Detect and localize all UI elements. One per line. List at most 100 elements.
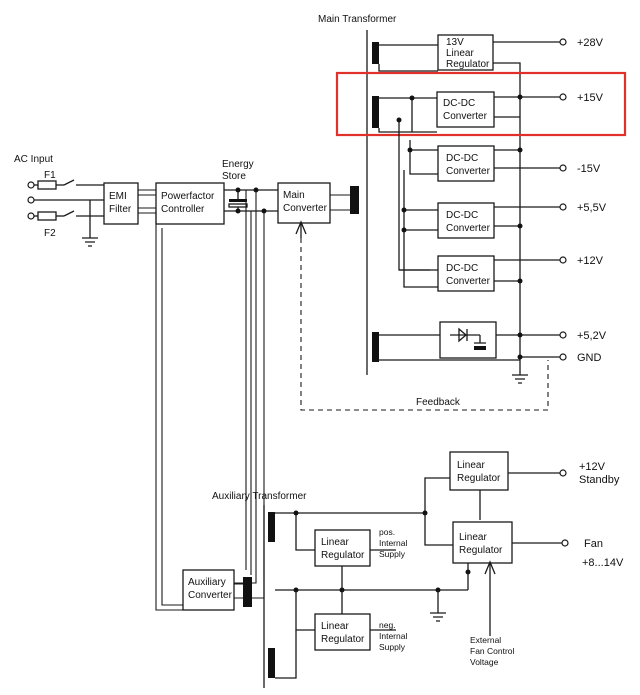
winding-icon <box>268 512 275 542</box>
winding-icon <box>372 42 379 64</box>
ac-input-terminals <box>27 181 35 220</box>
control-arrow-icon <box>295 220 307 238</box>
main-transformer-title: Main Transformer <box>318 14 397 25</box>
fan-control-label-2: Fan Control <box>470 646 515 656</box>
standby-label-1: +12V <box>579 461 606 473</box>
fan-range-label: +8...14V <box>582 557 624 569</box>
neg-supply-label-2: Internal <box>379 631 407 641</box>
terminal-icon <box>559 353 567 361</box>
neg-supply-label-1: neg. <box>379 620 396 630</box>
dcdc-p12-line1: DC-DC <box>446 263 478 274</box>
fuse-icon <box>37 180 57 190</box>
pfc-line2: Controller <box>161 204 205 215</box>
reg-fan-line1: Linear <box>459 532 487 543</box>
reg-neg-line1: Linear <box>321 621 349 632</box>
terminal-icon <box>559 93 567 101</box>
output-p15-label: +15V <box>577 92 604 104</box>
fuse-f1-label: F1 <box>44 170 56 181</box>
terminal-icon <box>559 469 567 477</box>
fan-control-label-3: Voltage <box>470 657 499 667</box>
output-gnd-label: GND <box>577 352 602 364</box>
pos-supply-label-2: Internal <box>379 538 407 548</box>
dcdc-m15-line1: DC-DC <box>446 153 478 164</box>
linear-regulator-13v-block: 13V Linear Regulator <box>437 34 494 71</box>
output-p52-label: +5,2V <box>577 330 607 342</box>
main-converter-line1: Main <box>283 190 305 201</box>
input-wiring <box>34 179 104 247</box>
highlight-box <box>335 71 627 137</box>
transformer-winding-icon <box>350 186 359 214</box>
terminal-icon <box>561 539 569 547</box>
dcdc-converter-m15-block: DC-DC Converter <box>437 145 495 182</box>
aux-supply-wiring <box>155 190 265 611</box>
aux-converter-line2: Converter <box>188 590 233 601</box>
winding-icon <box>372 332 379 362</box>
rectifier-block <box>439 321 497 359</box>
output-p12-label: +12V <box>577 255 604 267</box>
standby-label-2: Standby <box>579 474 620 486</box>
terminal-icon <box>27 181 35 189</box>
energy-store-label-1: Energy <box>222 159 254 170</box>
capacitor-icon <box>229 199 247 202</box>
linear-regulator-pos-block: Linear Regulator <box>314 529 371 567</box>
auxiliary-transformer-title: Auxiliary Transformer <box>212 491 307 502</box>
ground-icon <box>512 374 528 384</box>
main-converter-block: Main Converter <box>277 182 331 238</box>
linear-regulator-fan-block: Linear Regulator <box>452 521 513 575</box>
terminal-icon <box>559 38 567 46</box>
reg-standby-line1: Linear <box>457 460 485 471</box>
terminal-icon <box>559 164 567 172</box>
dcdc-converter-p15-block: DC-DC Converter <box>436 91 495 128</box>
ground-icon <box>430 612 446 622</box>
emi-filter-block: EMI Filter <box>103 182 139 225</box>
main-outputs: +28V +15V -15V +5,5V +12V +5,2V GND <box>559 37 607 364</box>
pfc-line1: Powerfactor <box>161 191 215 202</box>
dcdc-p55-line1: DC-DC <box>446 210 478 221</box>
dcdc-p12-line2: Converter <box>446 276 491 287</box>
dcdc-m15-line2: Converter <box>446 166 491 177</box>
neg-supply-label-3: Supply <box>379 642 406 652</box>
reg-neg-line2: Regulator <box>321 634 365 645</box>
transformer-winding-icon <box>243 577 252 607</box>
fan-control-label-1: External <box>470 635 501 645</box>
emi-filter-line2: Filter <box>109 204 132 215</box>
terminal-icon <box>27 196 35 204</box>
reg13-line2: Linear <box>446 48 474 59</box>
reg-pos-line2: Regulator <box>321 550 365 561</box>
pos-supply-label-3: Supply <box>379 549 406 559</box>
terminal-icon <box>27 212 35 220</box>
pos-supply-label-1: pos. <box>379 527 395 537</box>
reg-pos-line1: Linear <box>321 537 349 548</box>
auxiliary-converter-block: Auxiliary Converter <box>182 569 235 611</box>
aux-wiring <box>275 477 481 679</box>
terminal-icon <box>559 203 567 211</box>
reg-fan-line2: Regulator <box>459 545 503 556</box>
winding-icon <box>268 648 275 678</box>
energy-store-wiring <box>224 187 278 214</box>
linear-regulator-neg-block: Linear Regulator <box>314 613 371 651</box>
output-m15-label: -15V <box>577 163 601 175</box>
capacitor-icon <box>474 346 486 350</box>
emi-filter-line1: EMI <box>109 191 127 202</box>
reg-standby-line2: Regulator <box>457 473 501 484</box>
terminal-icon <box>559 256 567 264</box>
main-converter-line2: Converter <box>283 203 328 214</box>
linear-regulator-standby-block: Linear Regulator <box>449 451 509 491</box>
ac-input-label: AC Input <box>14 154 53 165</box>
feedback-label: Feedback <box>416 397 461 408</box>
fuse-f2-label: F2 <box>44 228 56 239</box>
dcdc-converter-p12-block: DC-DC Converter <box>437 255 495 292</box>
dcdc-p15-line1: DC-DC <box>443 98 475 109</box>
dcdc-converter-p55-block: DC-DC Converter <box>437 202 495 239</box>
output-p28-label: +28V <box>577 37 604 49</box>
aux-converter-line1: Auxiliary <box>188 577 226 588</box>
diode-icon <box>458 327 467 343</box>
output-p55-label: +5,5V <box>577 202 607 214</box>
fuse-icon <box>37 211 57 221</box>
fan-label: Fan <box>584 538 603 550</box>
dcdc-p15-line2: Converter <box>443 111 488 122</box>
ground-icon <box>82 237 98 247</box>
reg13-line1: 13V <box>446 37 464 48</box>
energy-store-label-2: Store <box>222 171 246 182</box>
